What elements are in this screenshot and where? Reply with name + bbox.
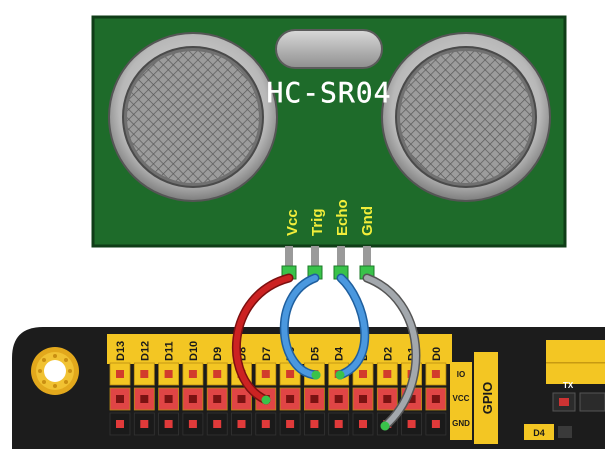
side-connector xyxy=(579,392,605,412)
row-label-panel xyxy=(450,362,472,440)
pin-hole xyxy=(188,370,197,378)
pin-hole xyxy=(213,395,222,403)
pin-header-strip xyxy=(107,334,452,364)
d4-label-panel xyxy=(524,424,554,440)
pin-hole xyxy=(116,370,124,378)
pin-hole xyxy=(116,395,124,403)
wire-vcc xyxy=(232,273,294,405)
pin-hole xyxy=(140,420,149,428)
pin-label-echo: Echo xyxy=(334,199,351,236)
pin-hole xyxy=(140,395,149,403)
pin-name-d4: D4 xyxy=(334,346,346,361)
row-label-io: IO xyxy=(457,370,465,379)
pin-hole xyxy=(164,370,173,378)
pin-hole xyxy=(286,370,295,378)
right-transducer xyxy=(381,32,551,202)
pin-name-d13: D13 xyxy=(115,341,127,361)
pin-label-gnd: Gnd xyxy=(359,206,376,236)
pin-name-d10: D10 xyxy=(188,341,200,361)
wire-trig xyxy=(279,273,321,380)
crystal-oscillator xyxy=(275,29,383,69)
pin-hole xyxy=(213,420,222,428)
wire-gnd xyxy=(362,273,421,431)
pin-hole xyxy=(261,370,270,378)
pin-name-d7: D7 xyxy=(261,347,273,361)
mounting-hole xyxy=(31,347,79,395)
pin-hole xyxy=(188,420,197,428)
pin-hole xyxy=(334,395,343,403)
pin-hole xyxy=(359,395,367,403)
pin-label-trig: Trig xyxy=(309,208,326,236)
pin-hole xyxy=(213,370,222,378)
pin-hole xyxy=(310,395,319,403)
jumper-wires xyxy=(232,273,421,431)
model-label: HC-SR04 xyxy=(266,76,391,109)
pin-hole xyxy=(286,395,295,403)
wire-echo xyxy=(335,273,370,380)
gpio-label-panel xyxy=(474,352,498,444)
row-label-gnd: GND xyxy=(452,419,470,428)
pin-hole xyxy=(237,395,246,403)
ultrasonic-sensor-module: HC-SR04 Vcc Trig Echo Gnd xyxy=(91,15,567,248)
sensor-header-pins xyxy=(281,246,375,280)
pin-hole xyxy=(116,420,124,428)
pin-hole xyxy=(164,395,173,403)
pin-name-d5: D5 xyxy=(309,347,321,361)
pin-hole xyxy=(431,370,440,378)
gpio-label: GPIO xyxy=(480,382,495,415)
pin-name-d9: D9 xyxy=(212,347,224,361)
pin-hole xyxy=(286,420,295,428)
row-label-vcc: VCC xyxy=(453,394,470,403)
pin-label-vcc: Vcc xyxy=(284,209,301,236)
pin-hole xyxy=(407,420,416,428)
pin-hole xyxy=(334,420,343,428)
pin-hole xyxy=(383,395,392,403)
pin-hole xyxy=(164,420,173,428)
pin-hole xyxy=(431,395,440,403)
pin-hole xyxy=(383,370,392,378)
pin-name-d11: D11 xyxy=(164,341,176,361)
d4-label: D4 xyxy=(533,428,545,438)
pin-hole xyxy=(359,420,367,428)
pin-hole xyxy=(310,420,319,428)
pin-hole xyxy=(188,395,197,403)
pin-name-d12: D12 xyxy=(139,341,151,361)
pin-hole xyxy=(140,370,149,378)
pin-hole xyxy=(237,420,246,428)
left-transducer xyxy=(108,32,278,202)
pin-name-d2: D2 xyxy=(382,347,394,361)
pin-hole xyxy=(407,395,416,403)
pin-hole xyxy=(359,370,367,378)
pin-name-d0: D0 xyxy=(431,347,443,361)
pin-hole xyxy=(261,420,270,428)
pin-hole xyxy=(431,420,440,428)
tx-label: TX xyxy=(563,381,574,390)
